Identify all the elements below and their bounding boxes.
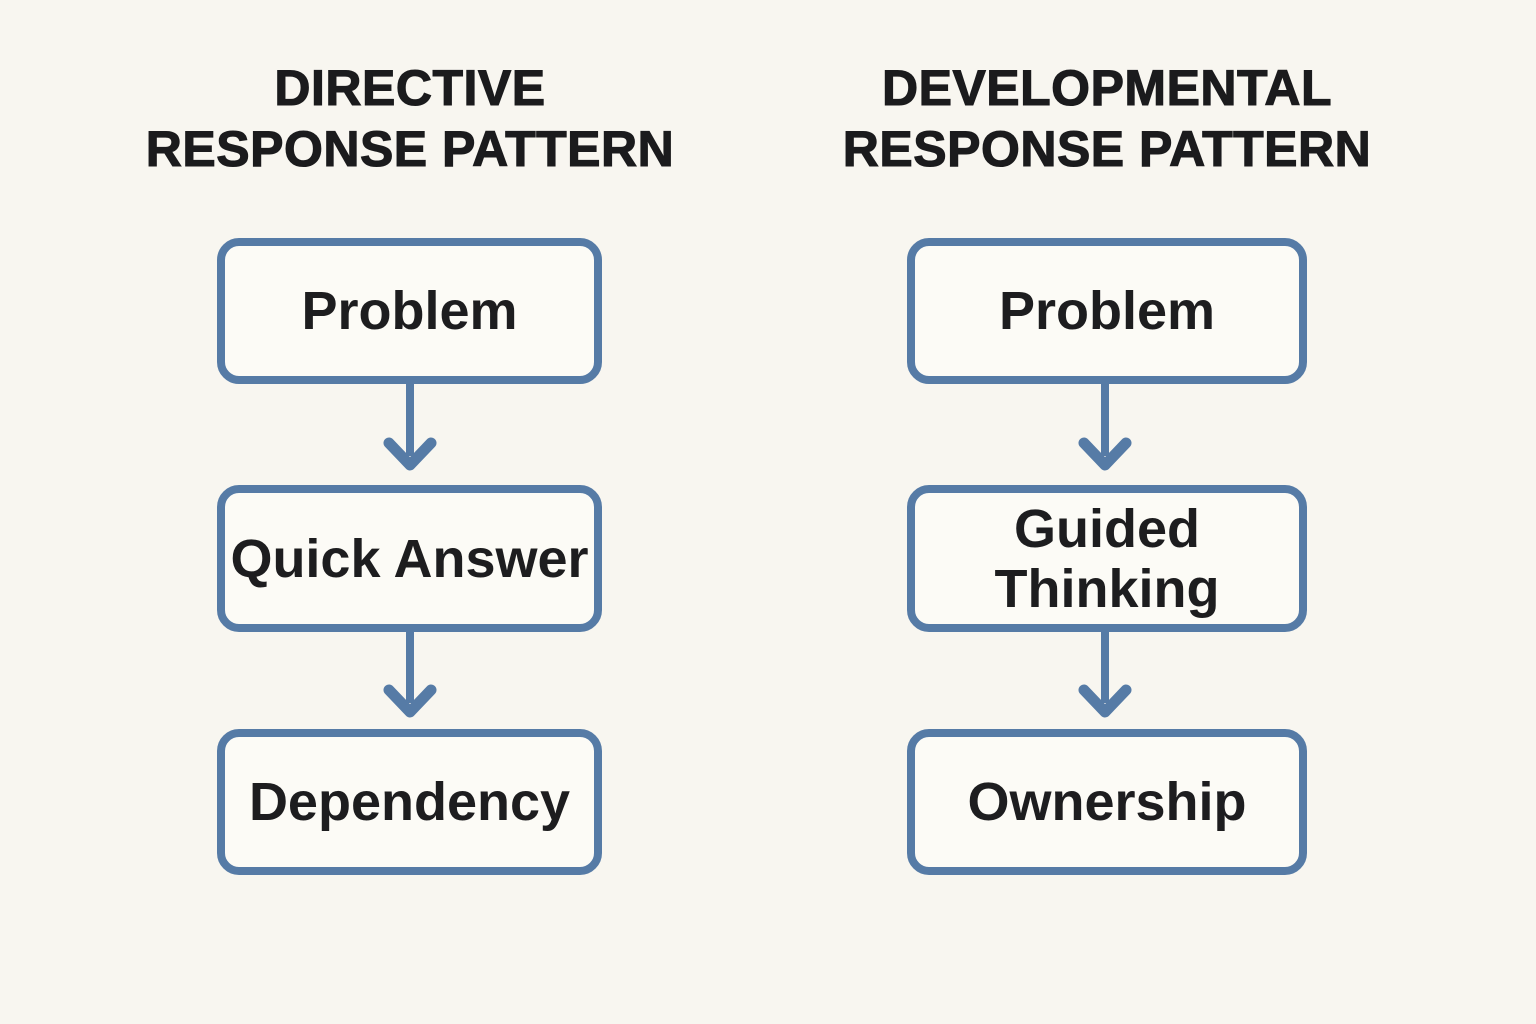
flow-box-label: Dependency <box>248 772 571 832</box>
column-title-developmental: DEVELOPMENTAL RESPONSE PATTERN <box>842 59 1372 177</box>
flow-box-label: Ownership <box>967 772 1247 832</box>
flow-box-dependency: Dependency <box>217 729 602 875</box>
arrow-down-icon <box>380 631 440 727</box>
flow-box-guided-thinking: Guided Thinking <box>907 485 1307 632</box>
flow-box-label: Problem <box>998 281 1216 341</box>
arrow-down-icon <box>1075 631 1135 727</box>
flow-box-label: Problem <box>301 281 518 341</box>
flow-box-label: Guided Thinking <box>994 498 1220 619</box>
flow-box-problem-developmental: Problem <box>907 238 1307 384</box>
flow-box-label: Quick Answer <box>230 528 589 589</box>
flow-box-quick-answer: Quick Answer <box>217 485 602 632</box>
flow-box-problem-directive: Problem <box>217 238 602 384</box>
arrow-down-icon <box>1075 384 1135 480</box>
flow-box-ownership: Ownership <box>907 729 1307 875</box>
column-title-directive: DIRECTIVE RESPONSE PATTERN <box>145 59 675 177</box>
arrow-down-icon <box>380 384 440 480</box>
